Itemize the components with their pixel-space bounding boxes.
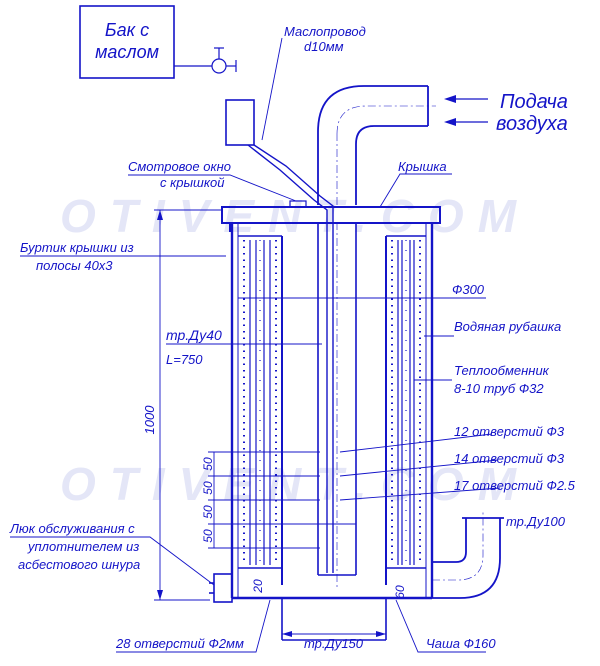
hole-row-leaders — [208, 433, 501, 549]
holes-12-label: 12 отверстий Ф3 — [454, 424, 565, 439]
holes-17-label: 17 отверстий Ф2.5 — [454, 478, 576, 493]
service-hatch — [209, 573, 233, 603]
window-label-1: Смотровое окно — [128, 159, 231, 174]
bowl — [281, 598, 387, 641]
hatch-label-1: Люк обслуживания с — [9, 521, 135, 536]
hatch-label-3: асбестового шнура — [18, 557, 140, 572]
dim-20: 20 — [251, 579, 265, 594]
spacing-3: 50 — [201, 505, 215, 519]
holes-28-label: 28 отверстий Ф2мм — [115, 636, 244, 651]
outer-body — [230, 223, 434, 600]
lid-leader — [379, 173, 452, 208]
du40-label: тр.Ду40 — [166, 327, 222, 343]
window-leader — [128, 174, 297, 202]
height-label: 1000 — [142, 405, 157, 435]
rim-label-1: Буртик крышки из — [20, 240, 134, 255]
heat-exchanger-label-1: Теплообменник — [454, 363, 550, 378]
valve-symbol — [174, 47, 237, 74]
oil-pipe-label-2: d10мм — [304, 39, 344, 54]
oil-tank-label-2: маслом — [95, 42, 159, 62]
spacing-1: 50 — [201, 457, 215, 471]
water-jacket-left — [243, 240, 277, 565]
outlet-pipe-du100 — [432, 510, 504, 599]
du150-dimension — [282, 631, 386, 637]
heat-exchanger-label-2: 8-10 труб Ф32 — [454, 381, 544, 396]
du150-label: тр.Ду150 — [304, 636, 364, 651]
air-pipe-du40 — [317, 85, 436, 590]
watermark-top: OTIVENT.COM — [60, 190, 530, 242]
pipe-length-label: L=750 — [166, 352, 203, 367]
dim-60: 60 — [393, 585, 407, 599]
heat-exchanger-tubes — [249, 240, 415, 565]
height-dimension — [154, 209, 222, 601]
oil-pipe-label-1: Маслопровод — [284, 24, 366, 39]
holes-14-label: 14 отверстий Ф3 — [454, 451, 565, 466]
inner-shell — [238, 235, 426, 585]
spacing-2: 50 — [201, 481, 215, 495]
oil-reservoir — [225, 99, 334, 573]
water-jacket-right — [391, 240, 421, 565]
lid-label: Крышка — [398, 159, 447, 174]
rim-label-2: полосы 40х3 — [36, 258, 113, 273]
oil-pipe-leader — [261, 37, 283, 141]
oil-tank: Бак с маслом — [79, 5, 175, 79]
window-label-2: с крышкой — [160, 175, 224, 190]
du100-label: тр.Ду100 — [506, 514, 566, 529]
air-arrows — [444, 95, 488, 126]
watermark-bottom: OTIVENT.COM — [60, 458, 530, 510]
diameter-label: Ф300 — [452, 282, 485, 297]
air-supply-label-1: Подача — [500, 91, 568, 113]
water-jacket-label: Водяная рубашка — [454, 319, 561, 334]
air-supply-label-2: воздуха — [496, 113, 568, 135]
bowl-label: Чаша Ф160 — [426, 636, 496, 651]
spacing-4: 50 — [201, 529, 215, 543]
bowl-leader — [395, 599, 486, 653]
oil-tank-label-1: Бак с — [105, 20, 149, 40]
holes-28-leader — [116, 599, 271, 653]
hatch-label-2: уплотнителем из — [27, 539, 139, 554]
hatch-leader — [10, 536, 215, 586]
